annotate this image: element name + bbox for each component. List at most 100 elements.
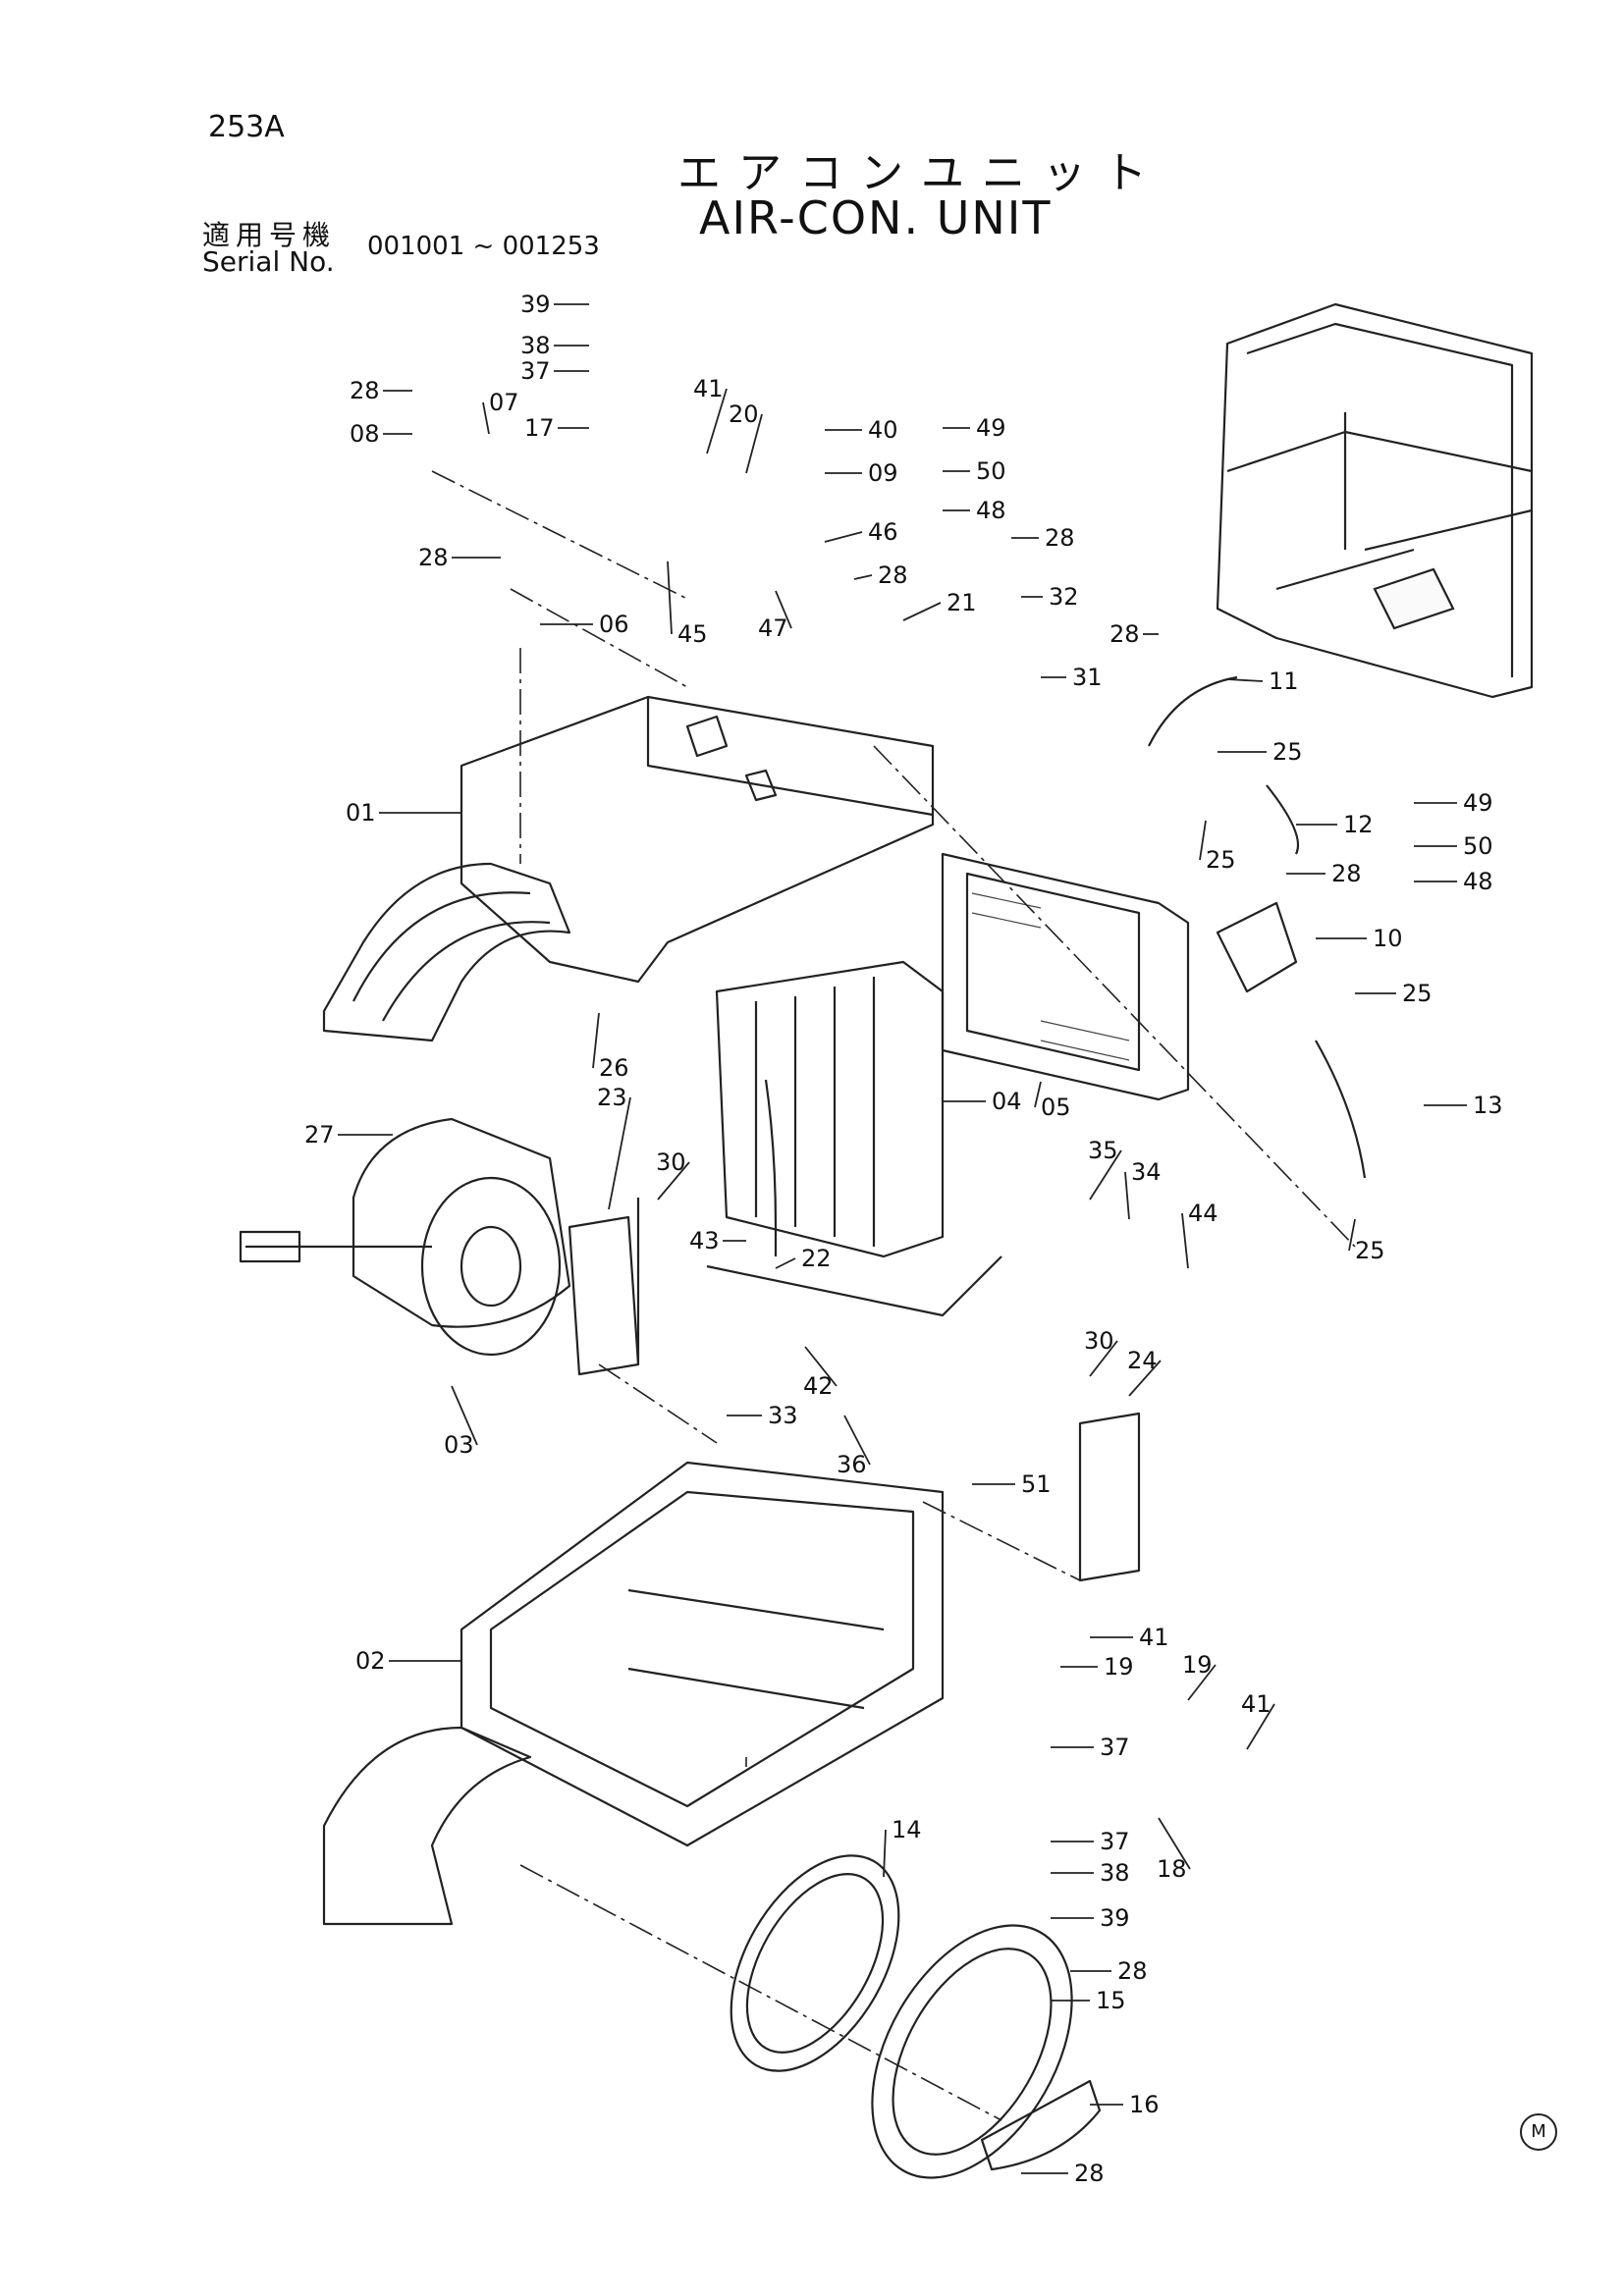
callout-label: 04 <box>992 1088 1022 1115</box>
cab-illustration <box>1216 302 1534 699</box>
callout-leader <box>608 1096 631 1210</box>
callout-leader <box>1089 1149 1122 1201</box>
callout-label: 01 <box>346 799 376 827</box>
callout-leader <box>1124 1171 1130 1220</box>
callout-label: 20 <box>729 400 759 428</box>
callout-label: 38 <box>520 332 551 359</box>
callout-label: 28 <box>1045 524 1075 552</box>
callout-label: 27 <box>304 1121 335 1148</box>
callout-leader <box>1181 1212 1189 1269</box>
grille-cover-part <box>871 1924 1073 2179</box>
callout-leader <box>667 561 673 635</box>
callout-label: 23 <box>597 1084 627 1111</box>
callout-label: 05 <box>1041 1094 1071 1121</box>
callout-leader <box>883 1829 887 1878</box>
filter-part <box>568 1198 640 1376</box>
callout-label: 17 <box>524 414 555 442</box>
callout-label: 41 <box>1139 1624 1169 1651</box>
callout-label: 40 <box>868 416 898 444</box>
revision-mark: M <box>1520 2113 1557 2151</box>
callout-label: 47 <box>758 614 788 642</box>
callout-leader <box>853 574 873 580</box>
callout-leader <box>706 388 728 454</box>
callout-leader <box>745 413 763 474</box>
callout-label: 25 <box>1355 1237 1385 1264</box>
callout-label: 32 <box>1049 583 1079 611</box>
callout-leader <box>657 1161 690 1201</box>
callout-leader <box>804 1346 838 1387</box>
callout-label: 24 <box>1127 1347 1158 1374</box>
callout-label: 36 <box>837 1451 867 1478</box>
heater-core-part <box>941 852 1190 1101</box>
callout-label: 28 <box>878 561 908 589</box>
callout-leader <box>824 531 863 543</box>
callout-label: 30 <box>1084 1327 1114 1355</box>
callout-label: 11 <box>1269 667 1299 695</box>
callout-label: 37 <box>1100 1734 1130 1761</box>
callout-label: 25 <box>1272 738 1303 766</box>
callout-label: 25 <box>1206 846 1236 874</box>
callout-label: 12 <box>1343 811 1374 838</box>
callout-label: 19 <box>1182 1651 1213 1679</box>
callout-label: 22 <box>801 1245 832 1272</box>
callout-leader <box>902 602 942 621</box>
callout-label: 42 <box>803 1372 834 1400</box>
callout-label: 16 <box>1129 2091 1160 2118</box>
callout-label: 28 <box>350 377 380 404</box>
callout-label: 41 <box>693 375 724 402</box>
callout-leader <box>1128 1360 1162 1397</box>
callout-label: 06 <box>599 611 629 638</box>
callout-label: 45 <box>677 620 708 648</box>
callout-label: 33 <box>768 1402 798 1429</box>
guard-part <box>980 2079 1102 2171</box>
callout-label: 28 <box>1109 620 1140 648</box>
callout-label: 14 <box>892 1816 922 1843</box>
callout-leader <box>1348 1218 1356 1252</box>
bell-mouth-ring-part <box>730 1854 900 2072</box>
evaporator-part <box>706 960 1002 1317</box>
callout-label: 44 <box>1188 1200 1218 1227</box>
serial-label-japanese: 適用号機 <box>202 219 337 251</box>
blower-fan-part <box>239 1117 571 1357</box>
callout-leader <box>1226 678 1264 682</box>
callout-label: 10 <box>1373 925 1403 952</box>
callout-label: 30 <box>656 1148 686 1176</box>
callout-label: 39 <box>1100 1904 1130 1932</box>
callout-label: 28 <box>418 544 449 571</box>
callout-label: 26 <box>599 1054 629 1082</box>
lower-case-part <box>322 1461 945 1926</box>
callout-label: 50 <box>1463 832 1493 860</box>
callout-leader <box>1246 1703 1275 1750</box>
callout-label: 08 <box>350 420 380 448</box>
callout-label: 37 <box>520 357 551 385</box>
callout-label: 09 <box>868 459 898 487</box>
callout-label: 38 <box>1100 1859 1130 1887</box>
callout-leader <box>843 1415 871 1466</box>
callout-label: 19 <box>1104 1653 1134 1681</box>
callout-leader <box>1199 820 1207 861</box>
callout-label: 41 <box>1241 1690 1271 1718</box>
callout-label: 39 <box>520 291 551 318</box>
callout-label: 07 <box>489 389 519 416</box>
callout-label: 13 <box>1473 1092 1503 1119</box>
callout-label: 28 <box>1117 1957 1148 1985</box>
callout-leader <box>451 1385 478 1446</box>
callout-label: 48 <box>976 497 1006 524</box>
callout-label: 49 <box>976 414 1006 442</box>
callout-leader <box>1187 1664 1217 1701</box>
callout-label: 25 <box>1402 980 1433 1007</box>
callout-label: 49 <box>1463 789 1493 817</box>
callout-label: 28 <box>1074 2160 1105 2187</box>
callout-leader <box>1158 1817 1191 1870</box>
callout-leader <box>775 590 792 629</box>
callout-leader <box>1034 1081 1042 1108</box>
title-japanese: エアコンユニット <box>677 148 1164 198</box>
callout-leader <box>775 1257 796 1269</box>
callout-leader <box>1089 1340 1118 1377</box>
callout-label: 18 <box>1157 1855 1187 1883</box>
callout-label: 15 <box>1096 1987 1126 2014</box>
page-number: 253A <box>208 110 285 144</box>
callout-label: 43 <box>689 1227 720 1255</box>
